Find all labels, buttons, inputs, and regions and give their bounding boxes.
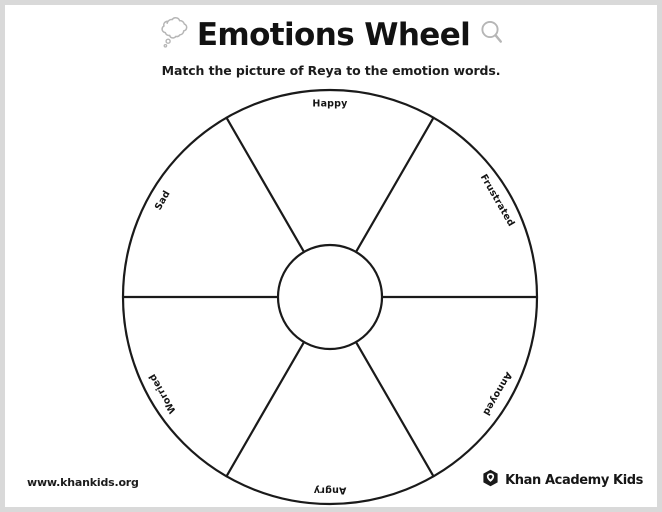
wheel-segment-label-sad[interactable]: Sad [153,189,173,212]
wheel-segment-label-worried[interactable]: Worried [147,372,178,416]
footer-url[interactable]: www.khankids.org [27,476,139,489]
worksheet-page: Emotions Wheel Match the picture of Reya… [5,5,657,507]
wheel-spoke [354,340,435,478]
brand-name: Khan Academy Kids [505,473,643,488]
wheel-spoke [225,340,306,478]
thought-bubble-icon [158,16,188,54]
wheel-segment-label-angry[interactable]: Angry [313,485,346,496]
page-title: Emotions Wheel [196,16,471,53]
wheel-segment-label-frustrated[interactable]: Frustrated [478,172,517,228]
title-row: Emotions Wheel [5,13,657,57]
wheel-hub [276,243,384,351]
wheel-segment-label-annoyed[interactable]: Annoyed [480,370,514,417]
wheel-spoke [354,116,435,254]
wheel-spoke [225,116,306,254]
subtitle: Match the picture of Reya to the emotion… [161,63,501,78]
wheel-segment-label-happy[interactable]: Happy [312,99,348,110]
khan-academy-leaf-icon [482,469,499,492]
wheel-geometry [121,88,539,506]
brand-logo: Khan Academy Kids [482,469,643,492]
magnifying-glass-icon [479,19,504,52]
